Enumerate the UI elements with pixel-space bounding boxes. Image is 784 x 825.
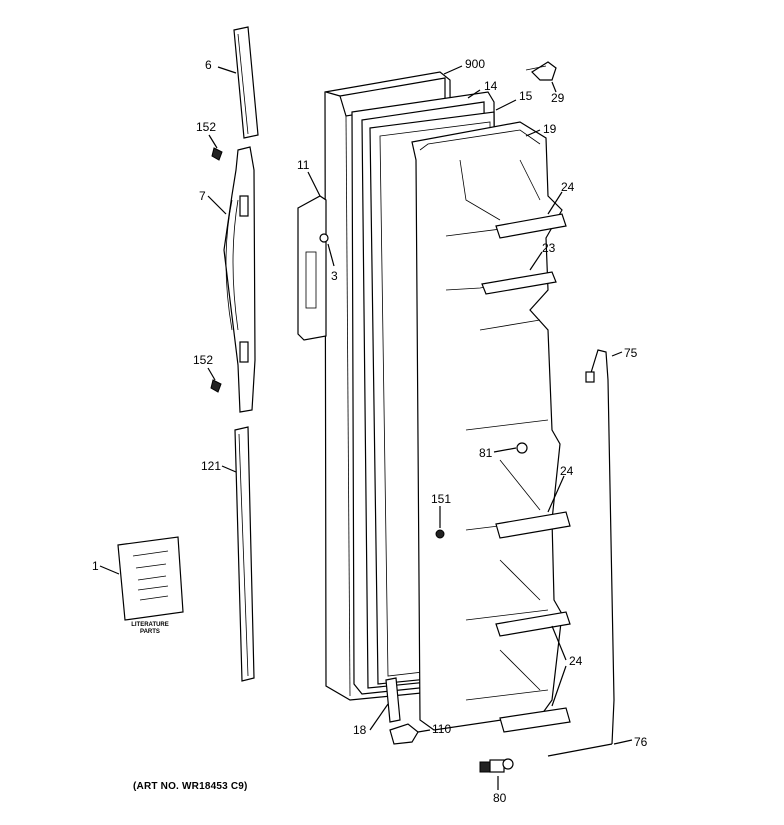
callout-24: 24 (569, 654, 583, 668)
part-152-screw-bottom (207, 367, 222, 393)
art-number: (ART NO. WR18453 C9) (133, 781, 248, 792)
part-23-shelf (481, 271, 557, 295)
leader-lines (443, 65, 567, 707)
callout-7: 7 (199, 189, 206, 203)
callout-75: 75 (624, 346, 638, 360)
literature-caption: LITERATURE PARTS (131, 622, 169, 635)
callout-18: 18 (353, 723, 367, 737)
part-75-wire (585, 349, 623, 745)
callout-24: 24 (561, 180, 575, 194)
part-81-button (493, 442, 528, 454)
callout-15: 15 (519, 89, 533, 103)
callout-6: 6 (205, 58, 212, 72)
callout-900: 900 (465, 57, 486, 71)
callout-81: 81 (479, 446, 493, 460)
part-19-door-liner (411, 121, 563, 731)
callout-121: 121 (201, 459, 222, 473)
part-3-plug (319, 233, 335, 267)
part-24-shelf-lower-1 (495, 611, 571, 637)
callout-151: 151 (431, 492, 452, 506)
callout-152: 152 (193, 353, 214, 367)
callout-11: 11 (297, 158, 310, 172)
callout-110: 110 (432, 722, 452, 736)
callout-24: 24 (560, 464, 574, 478)
callout-14: 14 (484, 79, 498, 93)
part-80-fitting (479, 758, 514, 790)
callout-80: 80 (493, 791, 507, 805)
part-24-shelf-upper (495, 213, 567, 239)
callout-3: 3 (331, 269, 338, 283)
callout-29: 29 (551, 91, 565, 105)
part-76-wire-end (547, 739, 633, 757)
part-1-literature (99, 536, 184, 621)
callout-1: 1 (92, 559, 99, 573)
part-24-shelf-lower-2 (499, 707, 571, 733)
part-152-screw-top (208, 134, 223, 161)
callout-152: 152 (196, 120, 217, 134)
part-18-strip (369, 677, 401, 731)
callout-19: 19 (543, 122, 557, 136)
callout-76: 76 (634, 735, 648, 749)
part-151-plug (435, 506, 445, 539)
part-6-handle-cap (217, 26, 259, 139)
part-121-trim-strip (221, 426, 255, 682)
callout-23: 23 (542, 241, 556, 255)
part-29-clip (525, 61, 557, 93)
part-24-shelf-middle (495, 511, 571, 539)
part-11-hinge-bracket (297, 171, 327, 341)
part-7-handle (207, 146, 256, 413)
part-110-cap (389, 723, 431, 745)
